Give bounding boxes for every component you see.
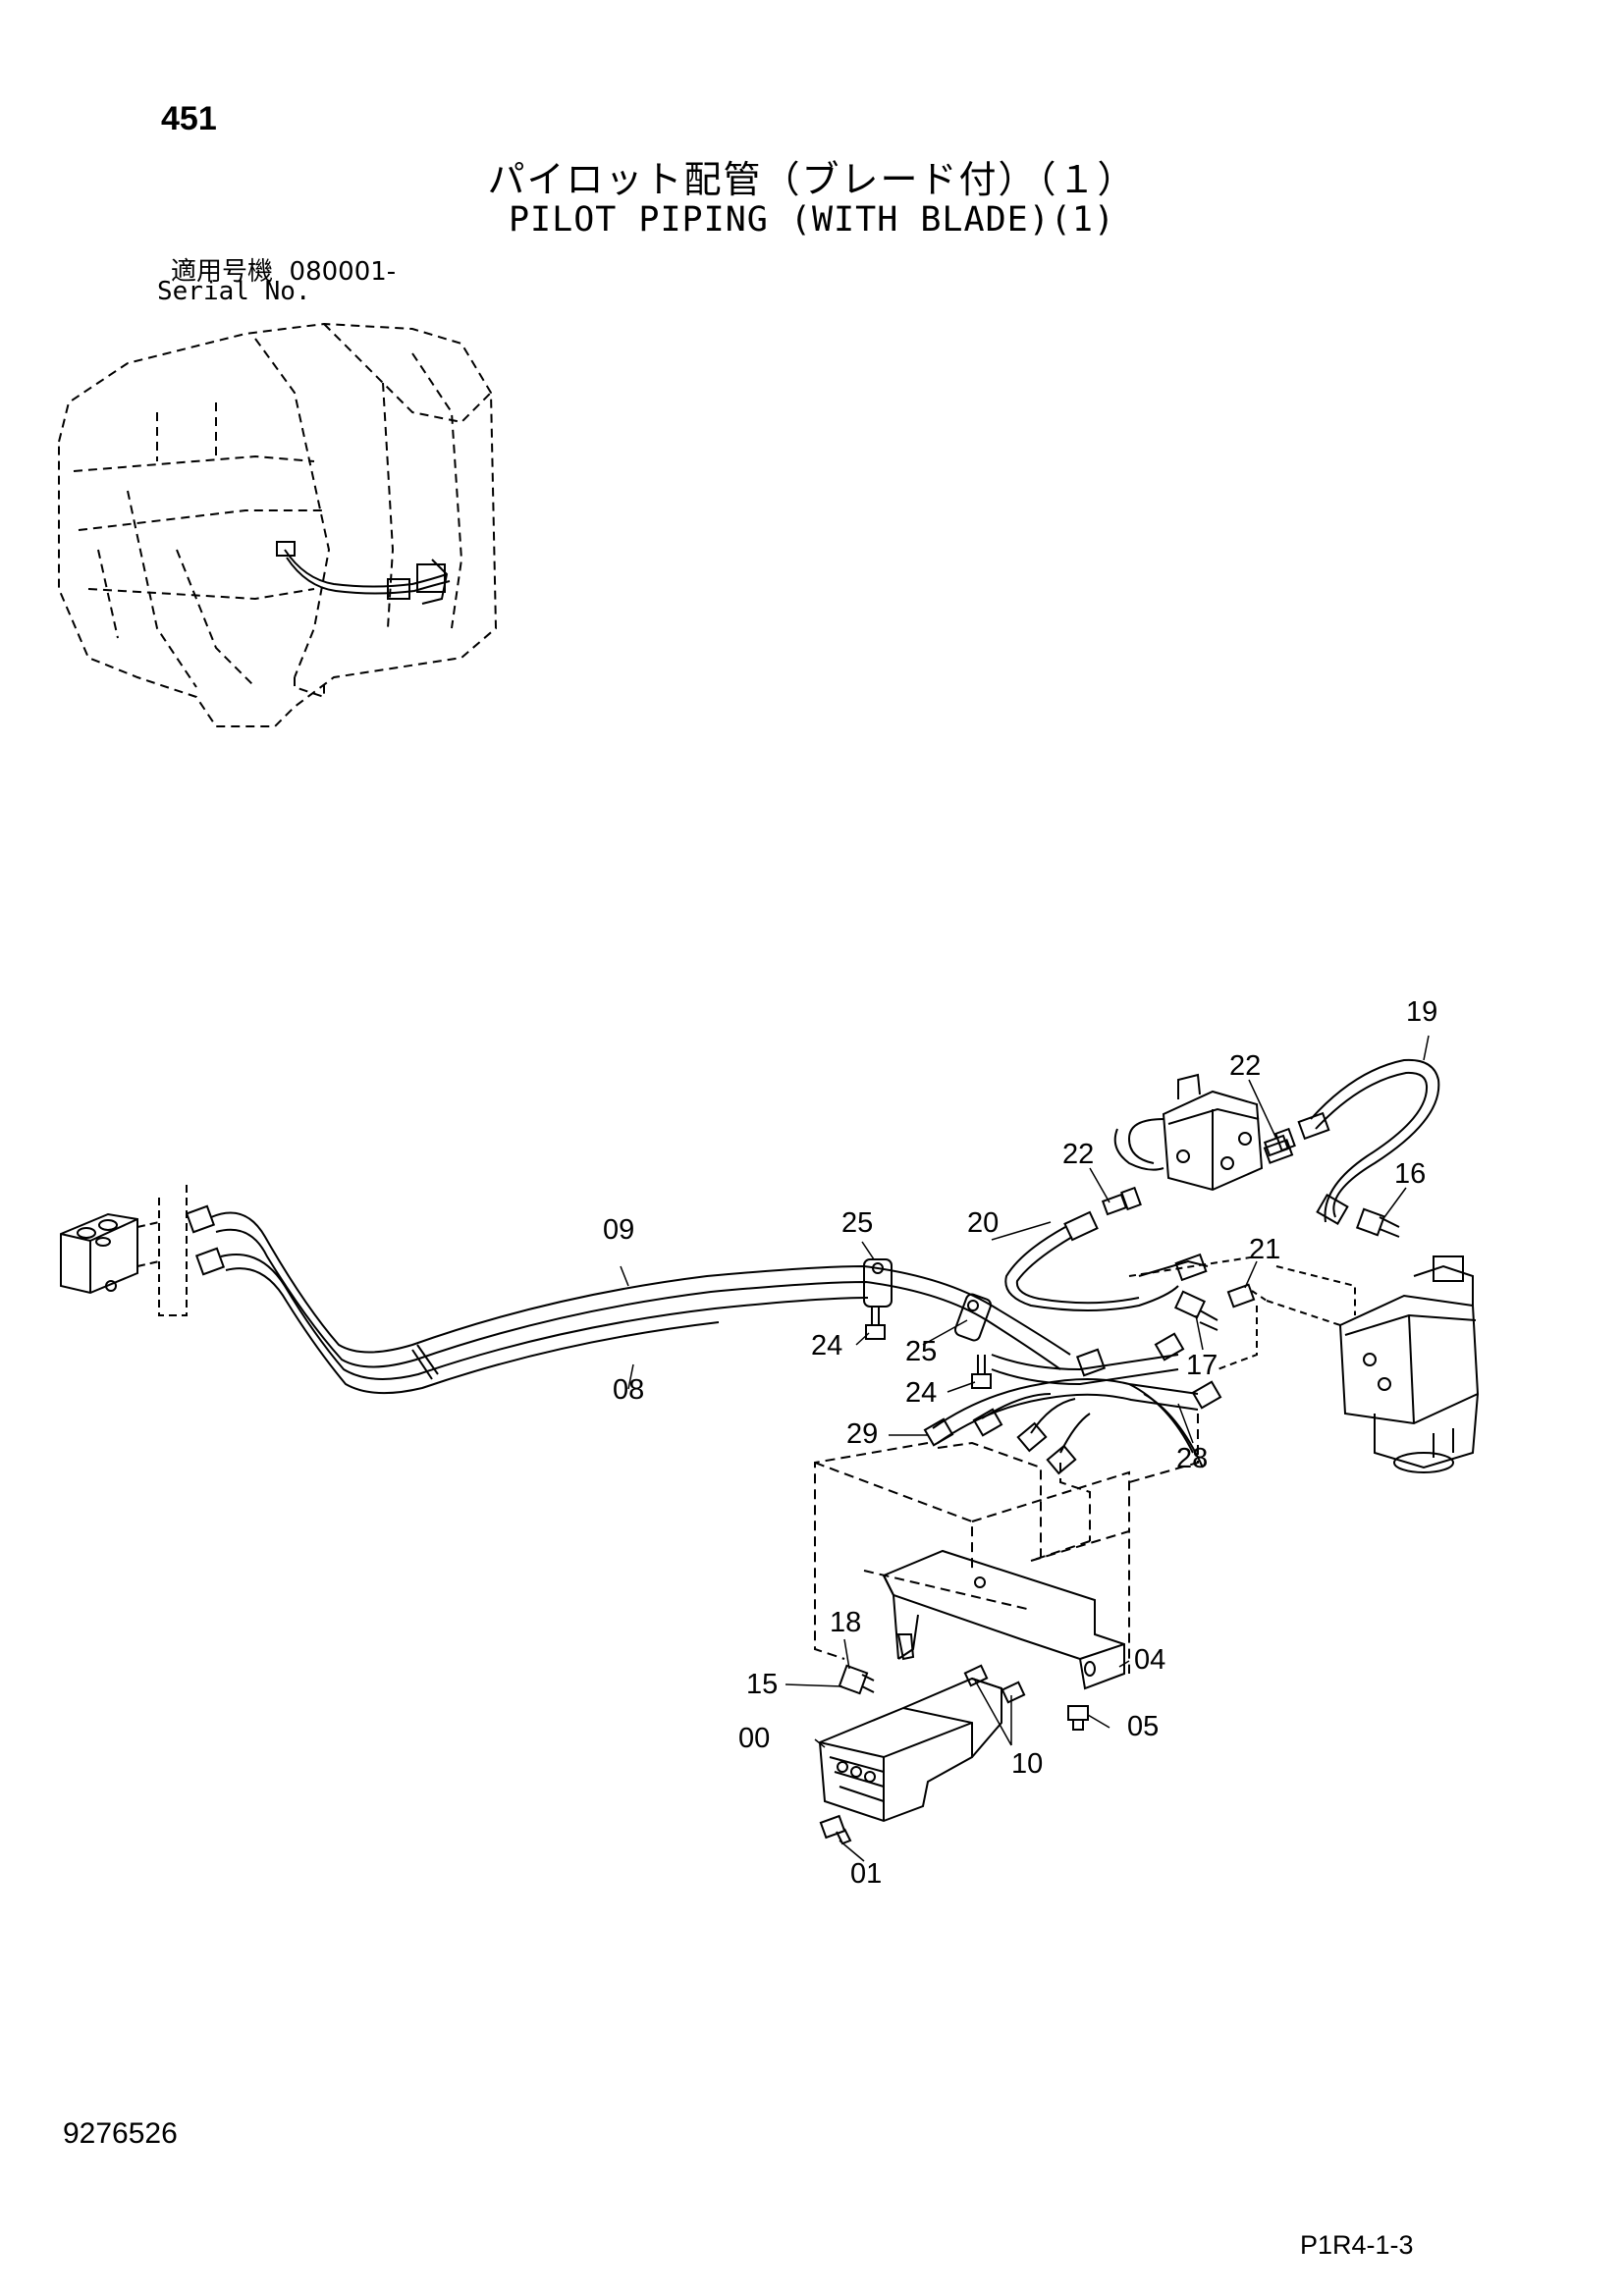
fitting-16: [1355, 1207, 1400, 1238]
document-number: 9276526: [63, 2117, 178, 2150]
page-number: 451: [161, 100, 217, 137]
callout-20: 20: [967, 1207, 999, 1239]
callout-labels: 19 22 22 16 20 21 25 09 25 24 24 17 29 0…: [603, 996, 1437, 1890]
callout-22-upper: 22: [1229, 1050, 1261, 1082]
assembly-guide-lines: [814, 1414, 1199, 1674]
clamps-25: [863, 1258, 993, 1342]
callout-22-lower: 22: [1062, 1139, 1094, 1170]
fitting-21: [1226, 1283, 1268, 1308]
bolt-05: [1067, 1705, 1089, 1731]
callout-25-upper: 25: [841, 1207, 873, 1239]
serial-label-jp: 適用号機: [171, 257, 274, 287]
page-title-english: PILOT PIPING (WITH BLADE)(1): [508, 200, 1115, 240]
bolts-24: [865, 1306, 992, 1389]
callout-28: 28: [1176, 1443, 1208, 1474]
pilot-pump-unit-right: [1128, 1255, 1480, 1473]
bracket-04: [882, 1549, 1125, 1690]
serial-label-japanese: 適用号機 080001-: [171, 251, 396, 288]
cab-overview-harness: [276, 541, 451, 605]
serial-value: 080001-: [289, 257, 397, 287]
callout-10: 10: [1011, 1748, 1043, 1780]
page-title-japanese: パイロット配管（ブレード付）（１）: [487, 158, 1137, 201]
callout-19: 19: [1406, 996, 1437, 1028]
fittings-22: [1101, 1127, 1296, 1216]
pressure-switch-00: [818, 1677, 1002, 1823]
page-code: P1R4-1-3: [1300, 2230, 1414, 2260]
callout-09: 09: [603, 1214, 634, 1246]
hose-08-09: [185, 1204, 1071, 1395]
bolt-01: [819, 1814, 852, 1845]
fitting-18: [838, 1664, 875, 1695]
cab-overview-sketch: [58, 322, 498, 727]
callout-15: 15: [746, 1669, 778, 1700]
callout-24-lower: 24: [905, 1377, 937, 1409]
callout-04: 04: [1134, 1644, 1165, 1676]
callout-17: 17: [1186, 1350, 1218, 1381]
fitting-17: [1173, 1290, 1218, 1331]
callout-08: 08: [613, 1374, 644, 1406]
callout-21: 21: [1249, 1234, 1280, 1265]
callout-18: 18: [830, 1607, 861, 1638]
left-valve-block: [60, 1183, 188, 1316]
callout-16: 16: [1394, 1158, 1426, 1190]
hose-19: [1297, 1058, 1440, 1226]
callout-00: 00: [738, 1723, 770, 1754]
branch-hoses: [923, 1332, 1222, 1475]
callout-05: 05: [1127, 1711, 1159, 1742]
callout-25-lower: 25: [905, 1336, 937, 1367]
callout-01: 01: [850, 1858, 882, 1890]
serial-label-english: Serial No.: [157, 277, 311, 306]
solenoid-valve-top: [1113, 1073, 1294, 1192]
callout-24-upper: 24: [811, 1330, 842, 1362]
leader-lines: [620, 1035, 1430, 1862]
fittings-10: [963, 1664, 1026, 1704]
callout-29: 29: [846, 1418, 878, 1450]
